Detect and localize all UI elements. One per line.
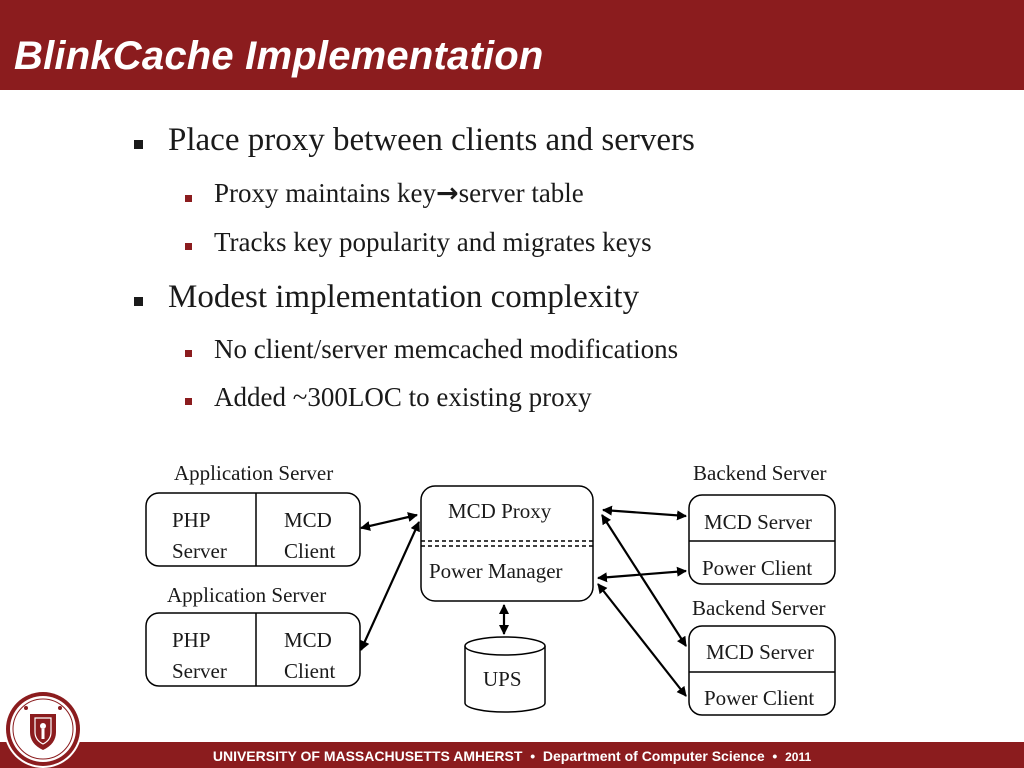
mcd-label-1: MCD bbox=[284, 508, 332, 532]
arrow-proxy-backend2-top bbox=[601, 514, 687, 647]
backend-label-2: Backend Server bbox=[692, 596, 826, 620]
arrow-proxy-backend1 bbox=[602, 505, 687, 521]
mcd-proxy-label: MCD Proxy bbox=[448, 499, 552, 523]
footer-university: UNIVERSITY OF MASSACHUSETTS AMHERST bbox=[212, 748, 523, 764]
app-server-label-1: Application Server bbox=[174, 461, 334, 485]
sub-bullet-marker bbox=[185, 195, 192, 202]
sub-bullet-marker bbox=[185, 243, 192, 250]
power-client-label-1: Power Client bbox=[702, 556, 813, 580]
app-server-label-2: Application Server bbox=[167, 583, 327, 607]
php-label-1: PHP bbox=[172, 508, 211, 532]
mcd-label-2: MCD bbox=[284, 628, 332, 652]
arrow-icon: → bbox=[435, 178, 459, 209]
backend-label-1: Backend Server bbox=[693, 461, 827, 485]
bullet-1: Place proxy between clients and servers bbox=[168, 122, 695, 158]
title-bar bbox=[0, 0, 1024, 90]
ups-label: UPS bbox=[483, 667, 522, 691]
footer-separator: • bbox=[772, 748, 778, 764]
sub-bullet-1-2: Tracks key popularity and migrates keys bbox=[214, 227, 652, 257]
php-label-2: PHP bbox=[172, 628, 211, 652]
backend-box-1 bbox=[688, 494, 836, 585]
app-server-box-2 bbox=[145, 612, 361, 687]
server-label-1: Server bbox=[172, 539, 227, 563]
sub-bullet-marker bbox=[185, 350, 192, 357]
sub-bullet-2-2: Added ~300LOC to existing proxy bbox=[214, 382, 592, 412]
footer-department: Department of Computer Science bbox=[542, 748, 765, 764]
footer-separator: • bbox=[530, 748, 536, 764]
footer-text: UNIVERSITY OF MASSACHUSETTS AMHERST • De… bbox=[0, 748, 1024, 764]
arrow-app1-proxy bbox=[360, 512, 418, 531]
sub-bullet-1-1: Proxy maintains key→server table bbox=[214, 178, 584, 209]
mcd-server-label-1: MCD Server bbox=[704, 510, 812, 534]
arrow-app2-proxy bbox=[359, 521, 421, 651]
footer-bar bbox=[0, 742, 1024, 768]
backend-box-2 bbox=[688, 625, 836, 716]
sub-bullet-marker bbox=[185, 398, 192, 405]
sub-bullet-2-1: No client/server memcached modifications bbox=[214, 334, 679, 364]
sub-bullet-1-1-before: Proxy maintains key bbox=[214, 178, 436, 208]
bullet-marker bbox=[134, 297, 143, 306]
bullet-marker bbox=[134, 140, 143, 149]
sub-bullet-1-1-after: server table bbox=[458, 178, 584, 208]
proxy-box bbox=[420, 485, 594, 602]
mcd-server-label-2: MCD Server bbox=[706, 640, 814, 664]
ups-cylinder-top bbox=[464, 636, 546, 656]
bullet-2: Modest implementation complexity bbox=[168, 279, 640, 315]
university-seal-logo bbox=[4, 690, 82, 768]
slide-title: BlinkCache Implementation bbox=[14, 34, 544, 78]
client-label-1: Client bbox=[284, 539, 336, 563]
power-manager-label: Power Manager bbox=[429, 559, 563, 583]
arrow-proxy-backend2-bottom bbox=[597, 583, 687, 697]
footer-year: 2011 bbox=[785, 750, 812, 764]
server-label-2: Server bbox=[172, 659, 227, 683]
ups-cylinder bbox=[464, 646, 546, 713]
client-label-2: Client bbox=[284, 659, 336, 683]
app-server-box-1 bbox=[145, 492, 361, 567]
power-client-label-2: Power Client bbox=[704, 686, 815, 710]
